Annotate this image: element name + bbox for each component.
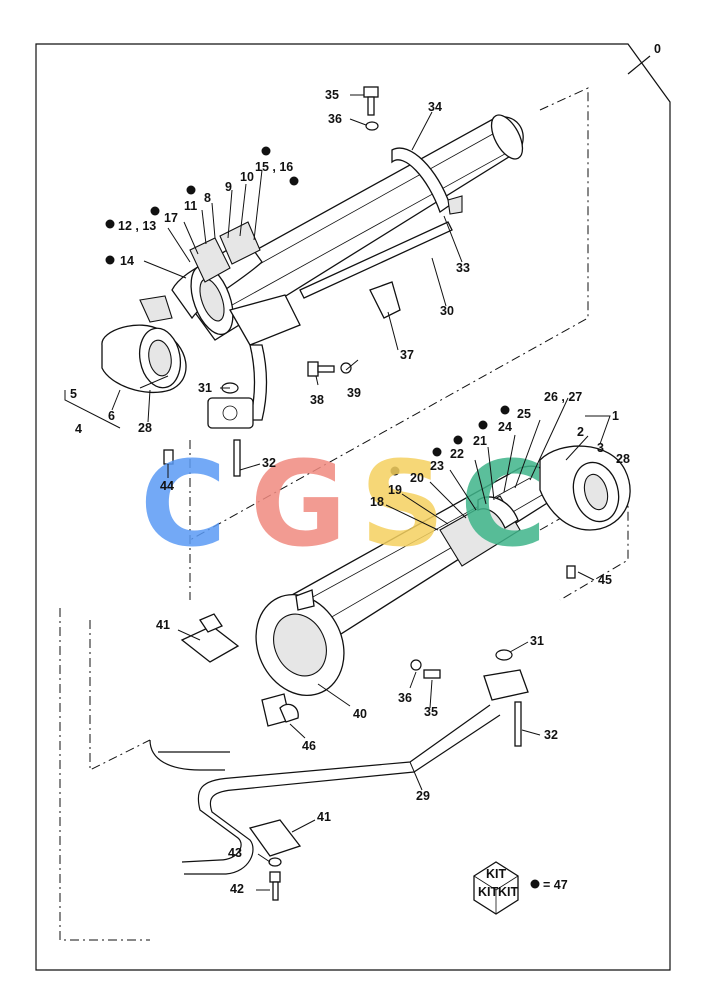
- part-label-41b: 41: [317, 810, 331, 824]
- part-label-32a: 32: [262, 456, 276, 470]
- kit-dot-22: [432, 447, 442, 457]
- dash-guide-mid3: [539, 479, 629, 601]
- part-label-4: 4: [75, 422, 82, 436]
- part-label-36a: 36: [328, 112, 342, 126]
- part-label-1: 1: [612, 409, 619, 423]
- part-label-22: 22: [450, 447, 464, 461]
- dash-guide-mid: [59, 608, 150, 941]
- watermark-letter-1: C: [140, 435, 227, 573]
- part-label-5: 5: [70, 387, 77, 401]
- kit-dot-icon: [530, 879, 540, 889]
- part-label-29: 29: [416, 789, 430, 803]
- kit-legend: = 47: [543, 878, 568, 892]
- kit-dot-24: [478, 420, 488, 430]
- cylinder-tube-upper: [101, 86, 589, 600]
- kit-dot-19: [390, 466, 400, 476]
- part-label-0: 0: [654, 42, 661, 56]
- part-label-15: 15 , 16: [255, 160, 293, 174]
- part-label-11: 11: [184, 199, 197, 213]
- part-label-40: 40: [353, 707, 367, 721]
- kit-box-label-left: KIT: [478, 885, 499, 899]
- part-label-41a: 41: [156, 618, 170, 632]
- kit-box-icon: KIT KIT KIT: [473, 861, 519, 915]
- kit-dot-11: [186, 185, 196, 195]
- part-label-37: 37: [400, 348, 414, 362]
- part-label-20: 20: [410, 471, 424, 485]
- watermark-letter-2: G: [250, 435, 347, 573]
- part-label-6: 6: [108, 409, 115, 423]
- pipe-29: [149, 704, 501, 901]
- part-label-36b: 36: [398, 691, 412, 705]
- part-label-30: 30: [440, 304, 454, 318]
- part-label-33: 33: [456, 261, 470, 275]
- watermark-letter-3: S: [360, 435, 445, 573]
- part-label-28a: 28: [138, 421, 152, 435]
- part-label-24: 24: [498, 420, 512, 434]
- part-label-17: 17: [164, 211, 178, 225]
- cylinder-rod-lower: [180, 445, 631, 747]
- part-label-34: 34: [428, 100, 442, 114]
- diagram-frame: [35, 43, 671, 971]
- part-label-14: 14: [120, 254, 134, 268]
- part-label-31a: 31: [198, 381, 212, 395]
- watermark-letter-4: C: [460, 435, 547, 573]
- part-label-42: 42: [230, 882, 244, 896]
- kit-box-label-right: KIT: [498, 885, 519, 899]
- part-label-19: 19: [388, 483, 402, 497]
- part-label-10: 10: [240, 170, 254, 184]
- part-label-35a: 35: [325, 88, 339, 102]
- part-label-45: 45: [598, 573, 612, 587]
- part-label-3: 3: [597, 441, 604, 455]
- part-label-2: 2: [577, 425, 584, 439]
- kit-dot-25: [500, 405, 510, 415]
- part-label-25: 25: [517, 407, 531, 421]
- part-label-28b: 28: [616, 452, 630, 466]
- part-label-23: 23: [430, 459, 444, 473]
- part-label-26: 26 , 27: [544, 390, 582, 404]
- part-label-38: 38: [310, 393, 324, 407]
- part-label-43: 43: [228, 846, 242, 860]
- kit-dot-17: [150, 206, 160, 216]
- part-label-18: 18: [370, 495, 384, 509]
- part-label-31b: 31: [530, 634, 544, 648]
- part-label-21: 21: [473, 434, 487, 448]
- leader-0: [627, 55, 651, 75]
- part-label-39: 39: [347, 386, 361, 400]
- watermark: C G S C: [140, 435, 547, 573]
- dash-guide-mid2: [89, 620, 151, 771]
- kit-dot-12: [105, 219, 115, 229]
- part-label-12: 12 , 13: [118, 219, 156, 233]
- kit-markers: [105, 146, 510, 476]
- part-label-32b: 32: [544, 728, 558, 742]
- part-label-44: 44: [160, 479, 174, 493]
- kit-dot-14: [105, 255, 115, 265]
- part-label-46: 46: [302, 739, 316, 753]
- kit-dot-15: [261, 146, 271, 156]
- part-label-35b: 35: [424, 705, 438, 719]
- leader-lines: [64, 94, 611, 891]
- kit-box-label-top: KIT: [486, 867, 507, 881]
- part-label-9: 9: [225, 180, 232, 194]
- kit-dot-21: [453, 435, 463, 445]
- kit-dot-16: [289, 176, 299, 186]
- part-label-8: 8: [204, 191, 211, 205]
